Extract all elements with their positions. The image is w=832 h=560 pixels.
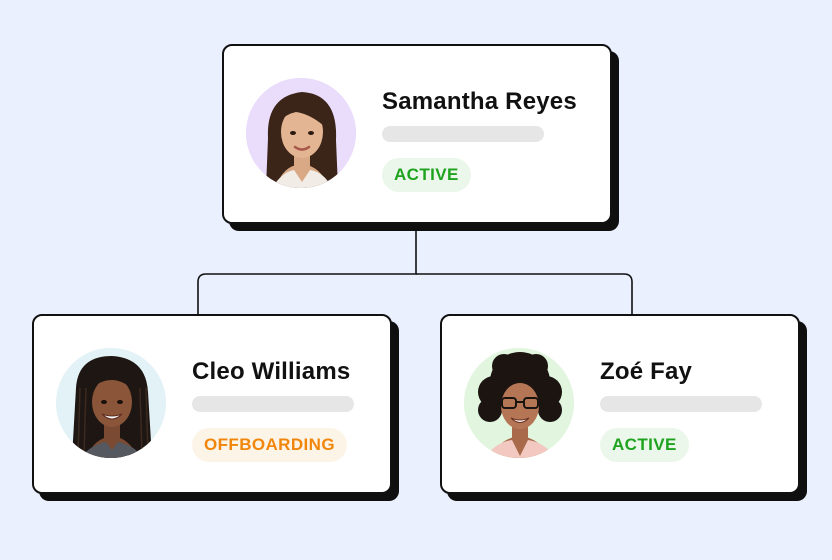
connector-line-left — [197, 224, 417, 316]
employee-name: Samantha Reyes — [382, 88, 577, 115]
connector-line-right — [416, 273, 633, 316]
status-badge: ACTIVE — [382, 158, 471, 192]
avatar — [56, 348, 166, 458]
employee-card-samantha-reyes[interactable]: Samantha Reyes ACTIVE — [222, 44, 612, 224]
person-photo-icon — [56, 348, 166, 458]
person-photo-icon — [246, 78, 356, 188]
employee-name: Zoé Fay — [600, 358, 693, 385]
placeholder-bar — [192, 396, 354, 412]
placeholder-bar — [600, 396, 762, 412]
status-badge: ACTIVE — [600, 428, 689, 462]
placeholder-bar — [382, 126, 544, 142]
avatar — [464, 348, 574, 458]
employee-card-cleo-williams[interactable]: Cleo Williams OFFBOARDING — [32, 314, 392, 494]
person-photo-icon — [464, 348, 574, 458]
status-badge: OFFBOARDING — [192, 428, 347, 462]
employee-name: Cleo Williams — [192, 358, 351, 385]
employee-card-zoe-fay[interactable]: Zoé Fay ACTIVE — [440, 314, 800, 494]
avatar — [246, 78, 356, 188]
